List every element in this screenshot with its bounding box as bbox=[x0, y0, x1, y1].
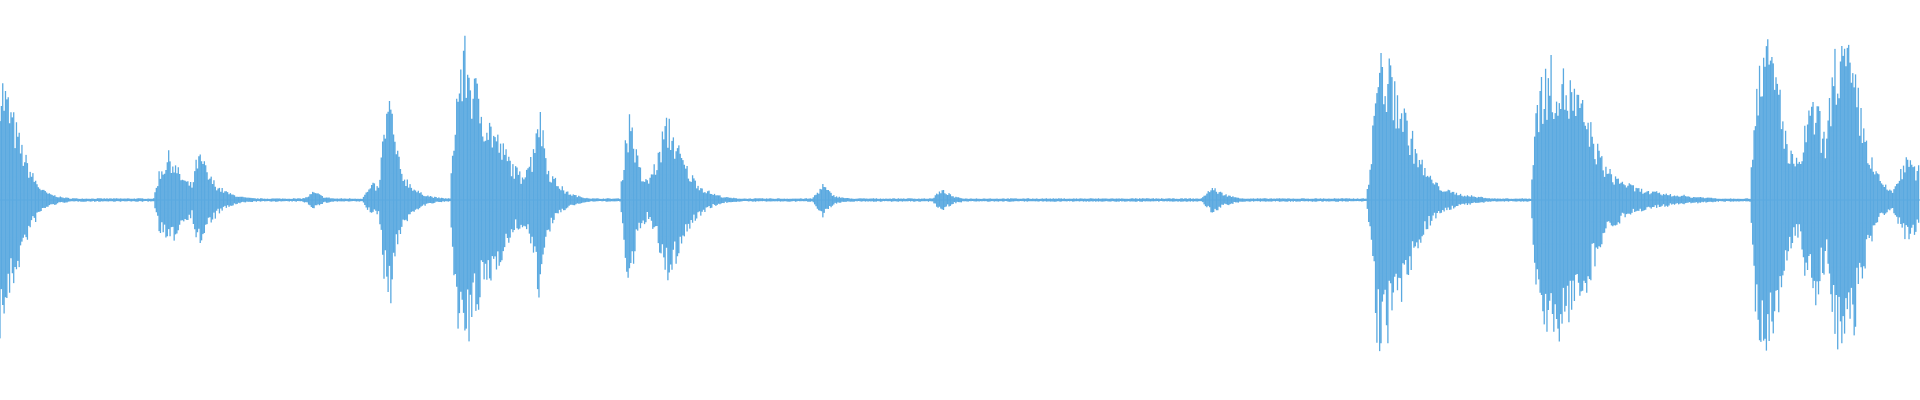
waveform-samples bbox=[0, 35, 1920, 352]
waveform-peaks bbox=[0, 35, 1920, 352]
